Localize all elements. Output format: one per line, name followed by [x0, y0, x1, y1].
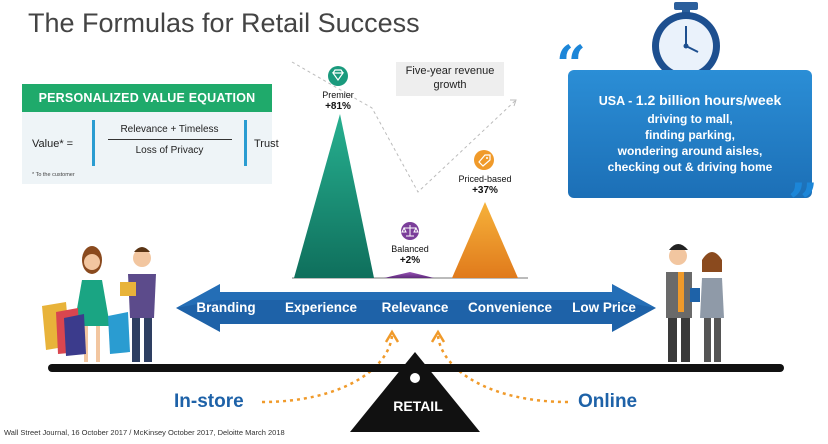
balanced-label: Balanced — [391, 244, 429, 254]
quote-lead: USA - — [598, 94, 636, 108]
balanced-peak — [384, 272, 434, 278]
priced-value: +37% — [472, 185, 498, 196]
equation-numerator: Relevance + Timeless — [120, 124, 219, 135]
spectrum-arrow-highlight — [176, 284, 656, 308]
priced-peak — [452, 202, 518, 278]
equation-denominator: Loss of Privacy — [135, 145, 204, 156]
equation-bracket — [92, 120, 247, 166]
spectrum-experience: Experience — [284, 300, 358, 315]
quote-line-5: checking out & driving home — [607, 160, 773, 174]
quote-hours: 1.2 billion hours/week — [635, 92, 782, 108]
spectrum-branding: Branding — [196, 300, 256, 315]
balanced-peak-label: Balanced +2% — [380, 244, 440, 266]
seesaw-fulcrum — [350, 352, 480, 432]
priced-label: Priced-based — [458, 174, 512, 184]
fulcrum-bolt — [410, 373, 420, 383]
stopwatch-icon — [652, 2, 720, 80]
priced-peak-label: Priced-based +37% — [450, 174, 520, 196]
premier-peak-label: Premier +81% — [308, 90, 368, 112]
online-shoppers-illustration — [666, 244, 724, 362]
growth-label-line2: growth — [433, 79, 467, 91]
quote-box — [568, 70, 812, 198]
spectrum-low-price: Low Price — [572, 300, 636, 315]
instore-arc-arrowhead — [384, 329, 400, 343]
growth-label: Five-year revenue growth — [396, 64, 504, 92]
retail-label: RETAIL — [393, 398, 443, 414]
premier-label: Premier — [322, 90, 354, 100]
balanced-value: +2% — [399, 255, 421, 266]
equation-rhs: Trust — [254, 138, 279, 150]
growth-trend-arrowhead — [510, 99, 517, 107]
value-equation-card: PERSONALIZED VALUE EQUATION Value* = Rel… — [22, 84, 279, 184]
open-quote-icon: “ — [556, 35, 586, 96]
scales-icon — [401, 222, 419, 240]
page-title: The Formulas for Retail Success — [28, 8, 420, 38]
quote-line-4: wondering around aisles, — [617, 144, 763, 158]
equation-lhs: Value* = — [32, 138, 74, 150]
growth-trend-line — [291, 61, 517, 193]
equation-footnote: * To the customer — [32, 172, 75, 178]
quote-headline: USA - 1.2 billion hours/week — [568, 92, 812, 108]
price-tag-icon — [474, 150, 494, 170]
growth-label-box — [396, 62, 504, 96]
equation-header: PERSONALIZED VALUE EQUATION — [22, 84, 272, 112]
online-label: Online — [578, 391, 638, 412]
spectrum-relevance: Relevance — [381, 300, 449, 315]
quote-line-3: finding parking, — [645, 128, 735, 142]
fraction-line — [108, 139, 232, 140]
close-quote-icon: ” — [788, 173, 818, 234]
quote-line-2: driving to mall, — [647, 112, 733, 126]
growth-label-line1: Five-year revenue — [405, 65, 495, 77]
source-citation: Wall Street Journal, 16 October 2017 / M… — [4, 428, 285, 437]
premier-peak — [294, 114, 374, 278]
instore-shoppers-illustration — [42, 246, 156, 362]
instore-label: In-store — [174, 391, 244, 412]
spectrum-convenience: Convenience — [467, 300, 553, 315]
online-arc-arrowhead — [430, 329, 446, 343]
premier-value: +81% — [325, 101, 351, 112]
diamond-icon — [328, 66, 348, 86]
